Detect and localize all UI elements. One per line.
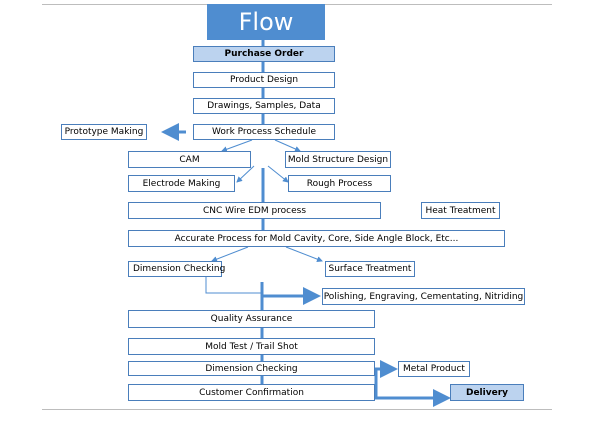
step-surface: Surface Treatment — [325, 261, 415, 277]
arrow-mold — [274, 139, 301, 152]
step-polishing: Polishing, Engraving, Cementating, Nitri… — [322, 288, 525, 305]
arrow-cam — [221, 139, 253, 153]
step-purchase-order: Purchase Order — [193, 46, 335, 62]
arrow-surface — [285, 246, 323, 262]
step-rough: Rough Process — [288, 175, 391, 192]
step-electrode: Electrode Making — [128, 175, 235, 192]
step-accurate: Accurate Process for Mold Cavity, Core, … — [128, 230, 505, 247]
step-dimension-checking-2: Dimension Checking — [128, 361, 375, 376]
arrow-dim1 — [211, 246, 249, 262]
arrow-rough — [267, 165, 289, 183]
step-product-design: Product Design — [193, 72, 335, 88]
step-metal-product: Metal Product — [398, 361, 470, 377]
step-heat: Heat Treatment — [421, 202, 500, 219]
step-cnc: CNC Wire EDM process — [128, 202, 381, 219]
bottom-rule — [42, 409, 552, 410]
step-mold-design: Mold Structure Design — [285, 151, 391, 168]
step-dimension-checking-1: Dimension Checking — [128, 261, 225, 277]
arrow-electrode — [236, 165, 255, 183]
step-qa: Quality Assurance — [128, 310, 375, 328]
step-mold-test: Mold Test / Trail Shot — [128, 338, 375, 355]
step-drawings: Drawings, Samples, Data — [193, 98, 335, 114]
step-delivery: Delivery — [450, 384, 524, 401]
step-work-schedule: Work Process Schedule — [193, 124, 335, 140]
step-customer-confirmation: Customer Confirmation — [128, 384, 375, 401]
link-metal-delivery — [374, 369, 451, 407]
chart-title: Flow Chart — [207, 4, 325, 72]
link-dim1-join — [205, 277, 262, 294]
step-cam: CAM — [128, 151, 251, 168]
step-prototype: Prototype Making — [61, 124, 147, 140]
